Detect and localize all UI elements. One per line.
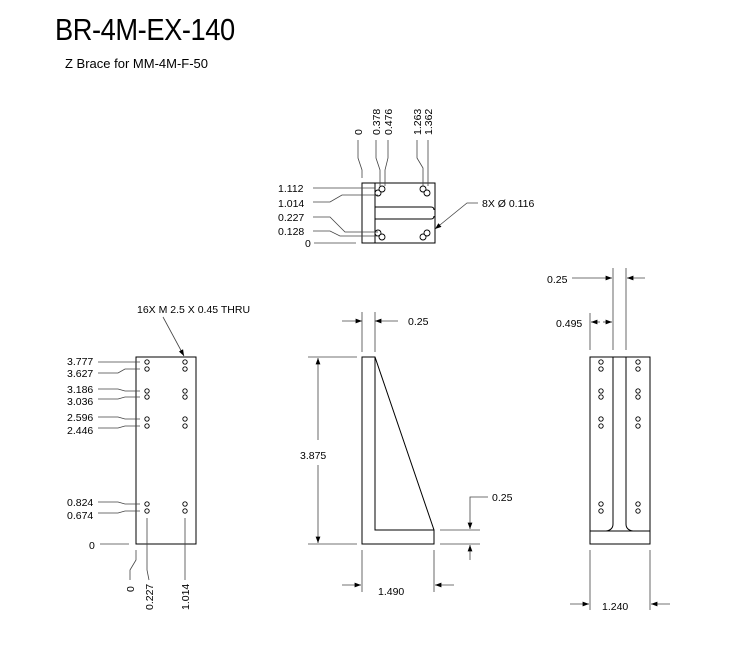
left-y-label: 0.674 (67, 510, 93, 522)
hole (635, 388, 641, 394)
top-y-label: 0 (305, 238, 311, 250)
front-width: 1.240 (602, 601, 628, 613)
hole (182, 388, 188, 394)
hole (378, 185, 386, 193)
top-x-label: 0.476 (383, 109, 395, 135)
side-base-thickness: 0.25 (492, 492, 513, 504)
top-x-label: 1.362 (423, 109, 435, 135)
top-y-label: 0.227 (278, 212, 304, 224)
hole (182, 501, 188, 507)
front-view-outline (589, 356, 651, 545)
top-x-label: 0.378 (371, 109, 383, 135)
hole (423, 229, 431, 237)
hole (635, 416, 641, 422)
left-y-label: 0.824 (67, 497, 93, 509)
hole (598, 359, 604, 365)
front-view: 0.25 0.495 1.240 (547, 268, 670, 613)
hole (182, 416, 188, 422)
hole (182, 359, 188, 365)
drawing-subtitle: Z Brace for MM-4M-F-50 (65, 56, 209, 71)
hole (635, 366, 641, 372)
hole (144, 388, 150, 394)
side-height: 3.875 (300, 450, 326, 462)
front-rib-offset: 0.495 (556, 318, 582, 330)
front-rib-thickness: 0.25 (547, 274, 568, 286)
top-y-label: 1.112 (278, 183, 304, 195)
top-x-label: 1.263 (412, 109, 424, 135)
left-y-label: 3.036 (67, 396, 93, 408)
left-y-label: 3.777 (67, 356, 93, 368)
hole (635, 423, 641, 429)
drawing-title: BR-4M-EX-140 (55, 12, 235, 47)
hole (374, 189, 382, 197)
hole (144, 508, 150, 514)
hole (182, 423, 188, 429)
left-view-outline (135, 356, 197, 545)
hole (635, 359, 641, 365)
left-y-label: 2.446 (67, 425, 93, 437)
hole-note: 8X Ø 0.116 (482, 198, 535, 210)
hole (598, 388, 604, 394)
left-view: 16X M 2.5 X 0.45 THRU 3.777 3.627 3.186 … (67, 304, 250, 610)
hole (144, 359, 150, 365)
hole (635, 508, 641, 514)
hole (419, 233, 427, 241)
left-y-label: 3.186 (67, 384, 93, 396)
hole (635, 501, 641, 507)
hole (182, 366, 188, 372)
side-top-thickness: 0.25 (408, 316, 429, 328)
hole (635, 394, 641, 400)
left-x-label: 1.014 (180, 584, 192, 610)
top-x-label: 0 (353, 129, 365, 135)
hole (144, 416, 150, 422)
hole (598, 416, 604, 422)
top-view: 0 0.378 0.476 1.263 1.362 1.112 1.014 0.… (278, 109, 535, 250)
hole (144, 501, 150, 507)
side-width: 1.490 (378, 586, 404, 598)
top-y-label: 1.014 (278, 198, 304, 210)
top-y-label: 0.128 (278, 226, 304, 238)
hole (598, 508, 604, 514)
side-view: 0.25 3.875 0.25 1.490 (300, 312, 513, 598)
hole (598, 366, 604, 372)
hole (378, 233, 386, 241)
hole (598, 501, 604, 507)
left-x-label: 0.227 (144, 584, 156, 610)
hole (598, 394, 604, 400)
left-y-label: 3.627 (67, 368, 93, 380)
hole (144, 366, 150, 372)
left-x-label: 0 (125, 586, 137, 592)
hole (182, 394, 188, 400)
top-view-outline (361, 182, 436, 244)
side-view-outline (361, 356, 435, 545)
hole (144, 394, 150, 400)
hole (598, 423, 604, 429)
thread-note: 16X M 2.5 X 0.45 THRU (137, 304, 250, 316)
left-y-label: 2.596 (67, 412, 93, 424)
left-y-label: 0 (89, 540, 95, 552)
hole (423, 189, 431, 197)
hole (182, 508, 188, 514)
hole (144, 423, 150, 429)
